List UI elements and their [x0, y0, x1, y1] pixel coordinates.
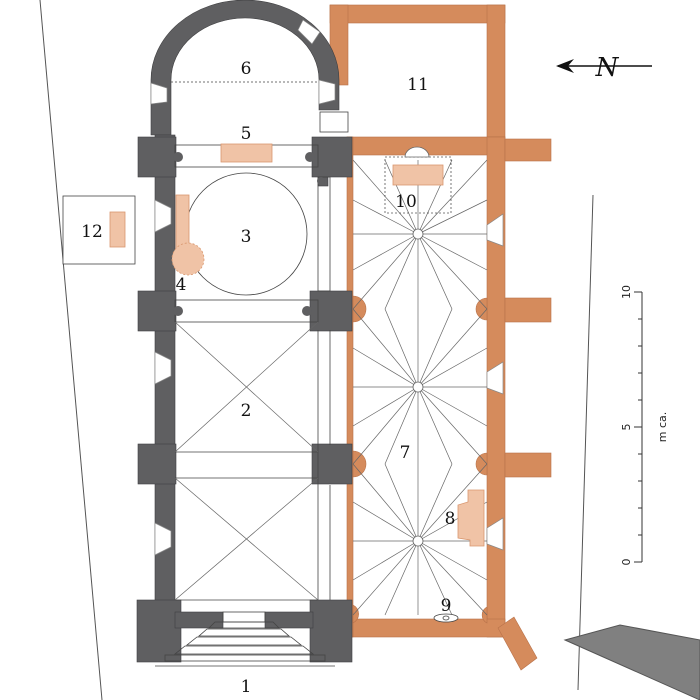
- scale-tick-5: 5: [620, 424, 633, 431]
- feature-8-niche: [457, 489, 485, 547]
- feature-4-pulpit-base: [171, 242, 205, 276]
- room-label-6: 6: [241, 59, 252, 79]
- room-label-7: 7: [400, 443, 411, 463]
- terrain-corner: [563, 624, 700, 700]
- room-label-3: 3: [241, 227, 252, 247]
- north-arrow: N: [556, 53, 652, 83]
- site-boundary: [39, 0, 700, 700]
- vault-keystones: [412, 228, 424, 547]
- scale-tick-0: 0: [620, 559, 633, 566]
- nave-vault-lines: [174, 321, 319, 601]
- north-label: N: [595, 53, 620, 83]
- room-label-2: 2: [241, 401, 252, 421]
- feature-5-altar: [220, 143, 273, 163]
- room-label-10: 10: [395, 192, 417, 212]
- room-label-8: 8: [445, 509, 456, 529]
- aisle-vault-lines: [352, 159, 488, 616]
- room-labels: 1 2 3 4 5 6 7 8 9 10 11 12: [81, 59, 455, 697]
- scale-unit: m ca.: [656, 412, 669, 443]
- entrance-steps: [155, 611, 335, 667]
- feature-9-font: [433, 613, 459, 623]
- room-label-1: 1: [241, 677, 252, 697]
- later-walls: [329, 4, 552, 671]
- scale-tick-10: 10: [620, 285, 633, 299]
- room-label-4: 4: [176, 275, 187, 295]
- room-label-12: 12: [81, 222, 103, 242]
- room-label-5: 5: [241, 124, 252, 144]
- room-label-11: 11: [407, 75, 429, 95]
- room-10-boundary: [384, 146, 452, 214]
- feature-10-altar: [392, 164, 444, 186]
- room-label-9: 9: [441, 596, 452, 616]
- scale-bar: [634, 291, 643, 563]
- pier-capitals: [173, 152, 325, 316]
- right-windows: [486, 213, 504, 551]
- left-windows: [150, 19, 336, 556]
